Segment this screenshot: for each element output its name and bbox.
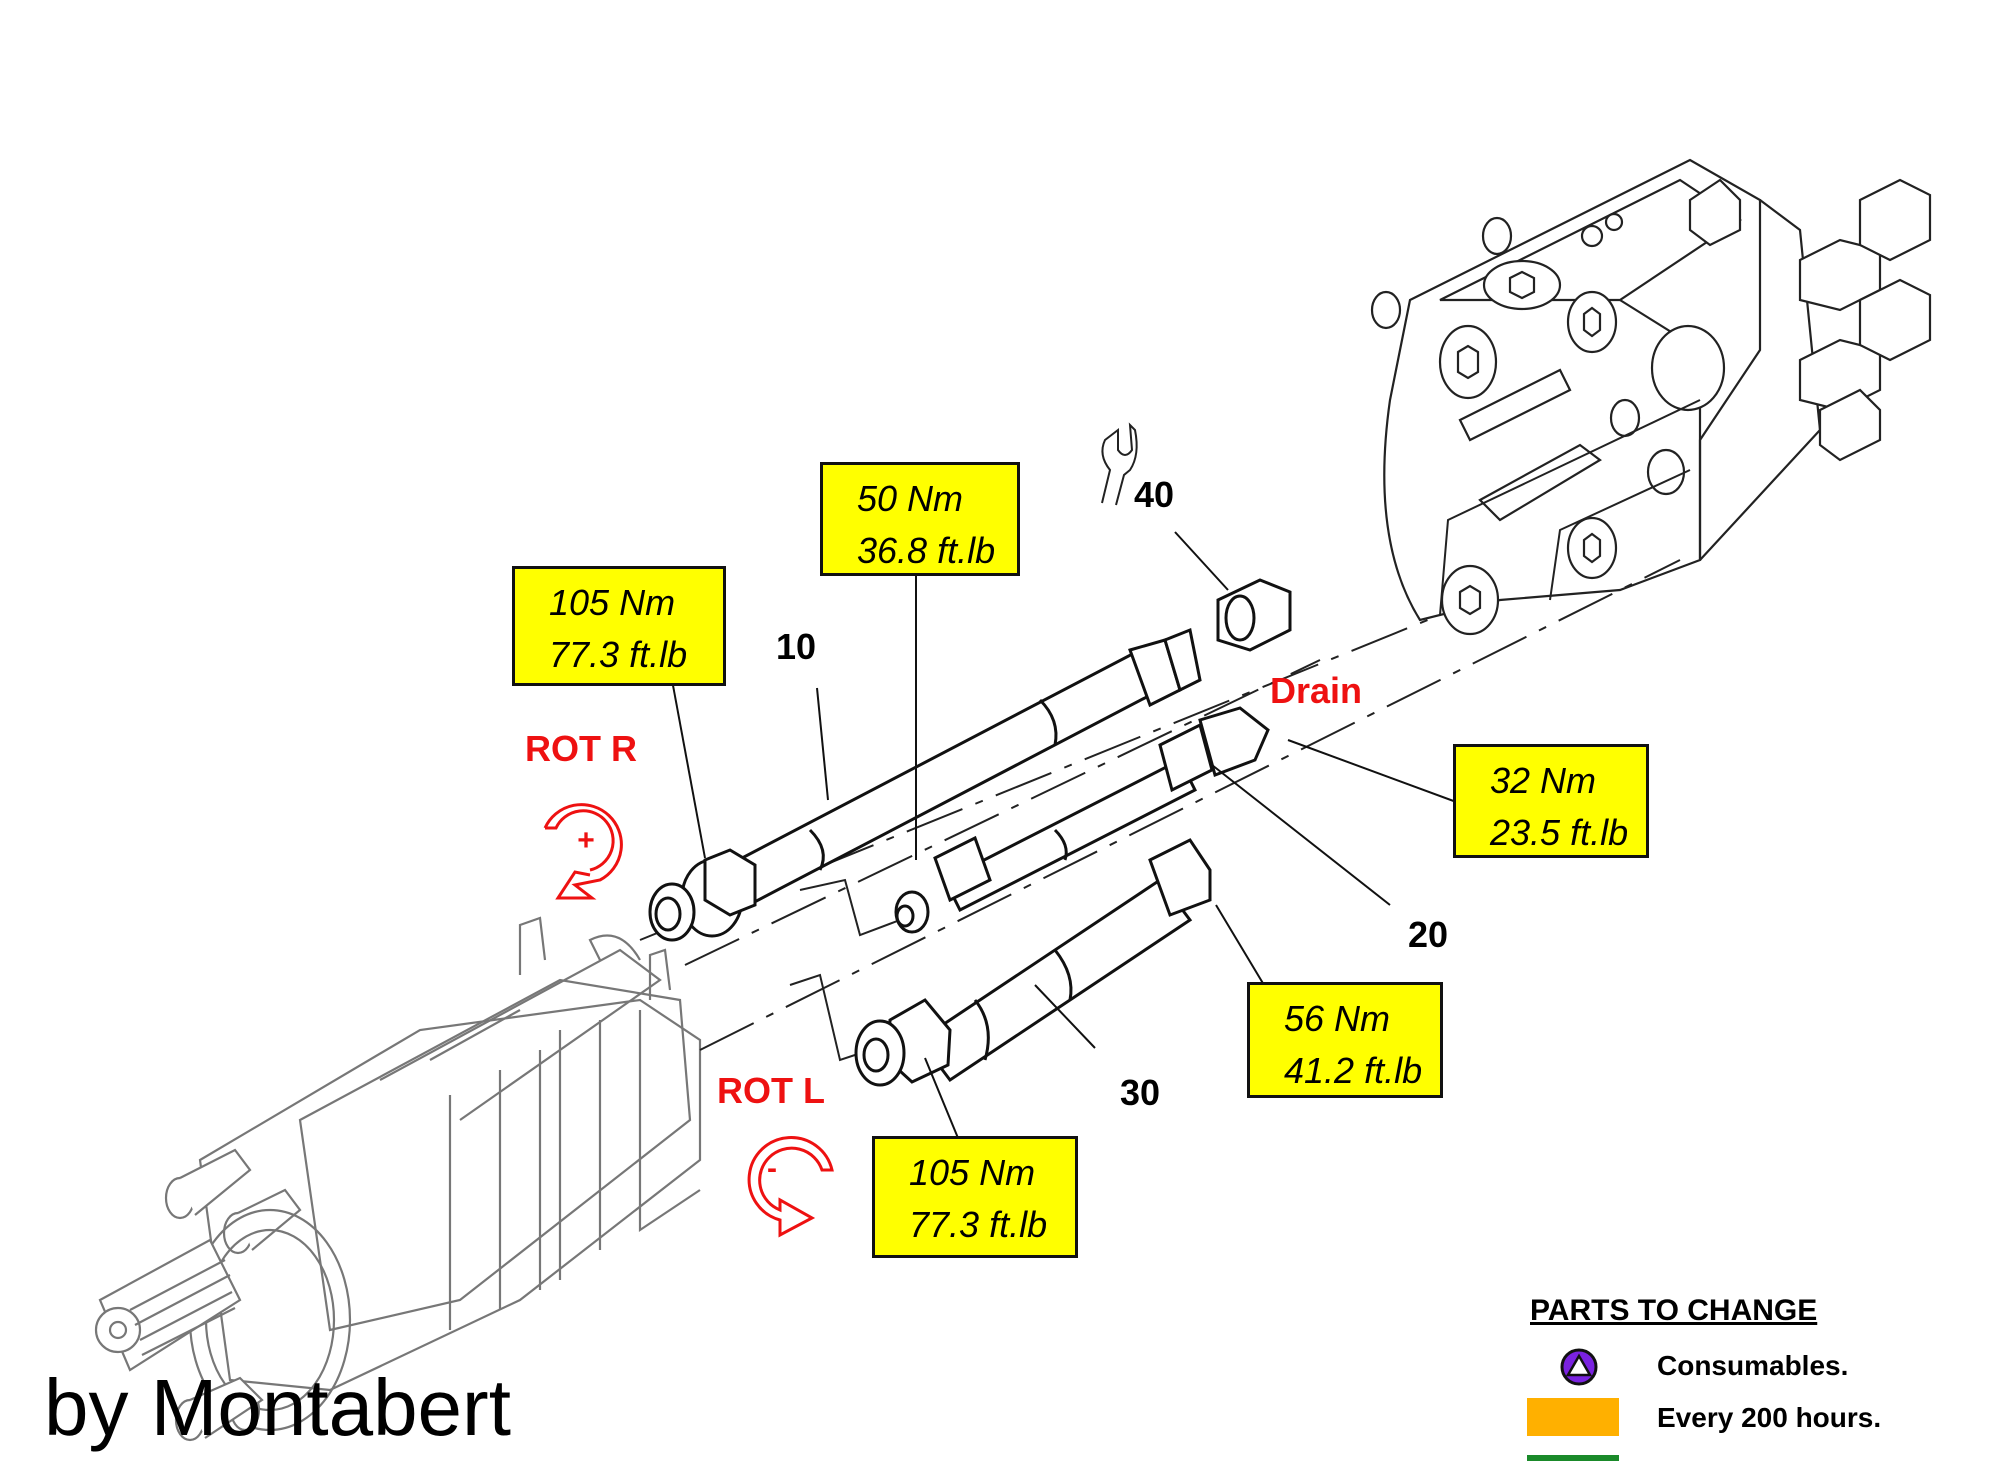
parts-to-change-legend: PARTS TO CHANGE bbox=[1530, 1294, 1817, 1328]
hose-30 bbox=[854, 838, 1212, 1087]
next-interval-swatch bbox=[1527, 1455, 1619, 1461]
legend-200h-label: Every 200 hours. bbox=[1657, 1402, 1882, 1433]
wrench-icon bbox=[1101, 422, 1138, 506]
part-number-40: 40 bbox=[1134, 474, 1175, 515]
part-number-10: 10 bbox=[776, 626, 817, 667]
every-200h-swatch bbox=[1527, 1398, 1619, 1436]
nut-40 bbox=[1216, 578, 1292, 652]
legend-consumables-label: Consumables. bbox=[1657, 1350, 1849, 1381]
torque-nm: 105 Nm bbox=[909, 1152, 1036, 1193]
rot-r-arrow-icon bbox=[543, 803, 623, 900]
torque-nm: 32 Nm bbox=[1490, 760, 1597, 801]
rot-l-arrow-icon bbox=[747, 1136, 834, 1238]
torque-nm: 56 Nm bbox=[1284, 998, 1391, 1039]
rot-l-label: ROT L bbox=[717, 1070, 825, 1111]
torque-box-hose-30-motor: 105 Nm 77.3 ft.lb bbox=[872, 1136, 1078, 1258]
rot-l-sign: - bbox=[767, 1152, 777, 1185]
torque-box-hose-20-valve: 32 Nm 23.5 ft.lb bbox=[1453, 744, 1649, 858]
hose-10 bbox=[648, 627, 1202, 942]
drain-label: Drain bbox=[1270, 670, 1363, 711]
torque-box-hose-30-valve: 56 Nm 41.2 ft.lb bbox=[1247, 982, 1443, 1098]
consumable-triangle-badge-icon bbox=[1560, 1348, 1598, 1386]
hydraulic-motor bbox=[94, 916, 702, 1442]
torque-ftlb: 77.3 ft.lb bbox=[909, 1204, 1048, 1245]
torque-ftlb: 23.5 ft.lb bbox=[1490, 812, 1629, 853]
rot-r-sign: + bbox=[577, 824, 595, 857]
torque-box-hose-20-motor: 50 Nm 36.8 ft.lb bbox=[820, 462, 1020, 576]
leader-lines bbox=[671, 531, 1479, 1139]
legend-title: PARTS TO CHANGE bbox=[1530, 1294, 1818, 1327]
torque-box-hose-10-motor: 105 Nm 77.3 ft.lb bbox=[512, 566, 726, 686]
valve-block bbox=[1370, 158, 1932, 636]
torque-nm: 105 Nm bbox=[549, 582, 676, 623]
torque-nm: 50 Nm bbox=[857, 478, 964, 519]
rot-r-label: ROT R bbox=[525, 728, 637, 769]
part-number-20: 20 bbox=[1408, 914, 1449, 955]
credit-text: by Montabert bbox=[44, 1363, 511, 1452]
torque-ftlb: 41.2 ft.lb bbox=[1284, 1050, 1423, 1091]
part-number-30: 30 bbox=[1120, 1072, 1161, 1113]
hose-20 bbox=[894, 706, 1270, 934]
torque-ftlb: 36.8 ft.lb bbox=[857, 530, 996, 571]
torque-ftlb: 77.3 ft.lb bbox=[549, 634, 688, 675]
